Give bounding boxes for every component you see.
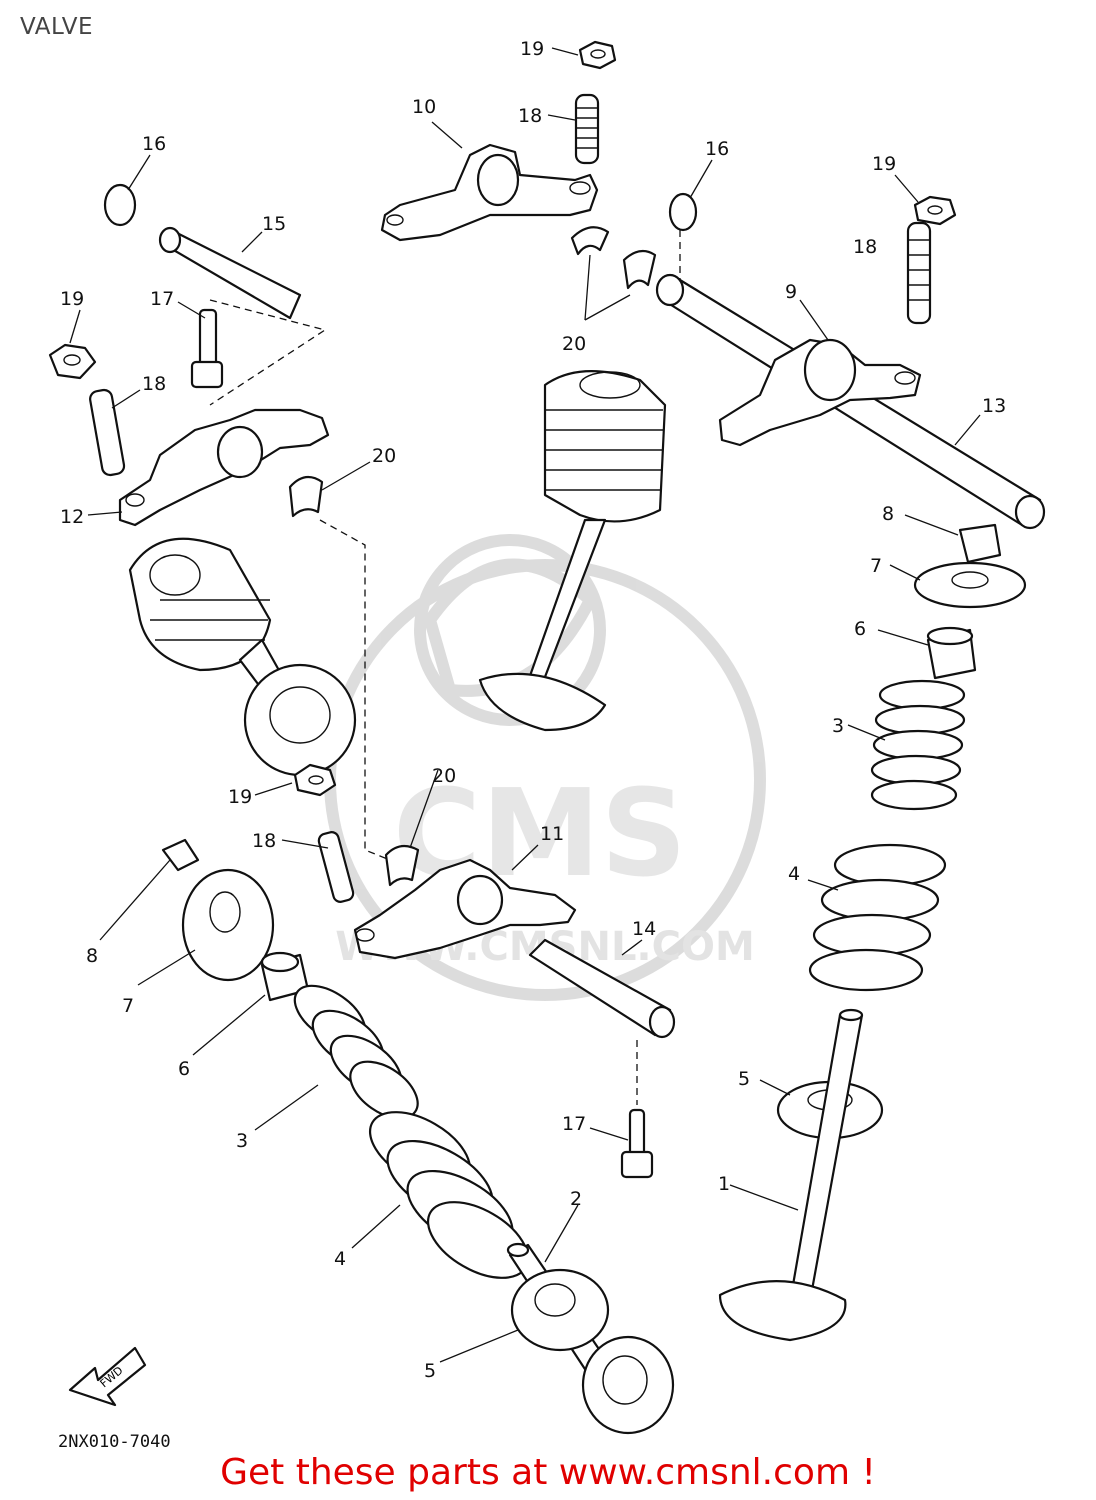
valve-exhaust-ghost — [478, 370, 667, 732]
pad-20-upper-a — [570, 226, 610, 256]
label-6-right: 6 — [854, 618, 866, 640]
retainer-7-left — [181, 868, 275, 982]
label-5-right: 5 — [738, 1068, 750, 1090]
label-17-upper: 17 — [150, 288, 174, 310]
label-5-left: 5 — [424, 1360, 436, 1382]
label-3-right: 3 — [832, 715, 844, 737]
rocker-arm-10 — [380, 143, 599, 242]
fwd-arrow-icon: FWD — [68, 1346, 147, 1407]
rocker-shaft-15 — [158, 226, 302, 320]
label-18-left: 18 — [142, 373, 166, 395]
spring-4-right — [808, 843, 947, 992]
label-19-middle: 19 — [228, 786, 252, 808]
rocker-arm-9 — [718, 338, 922, 447]
bolt-17-lower — [620, 1108, 654, 1179]
label-16-right: 16 — [705, 138, 729, 160]
valve-1-exhaust — [718, 1008, 864, 1342]
label-18-right: 18 — [853, 236, 877, 258]
o-ring-16-right — [668, 192, 698, 232]
rocker-shaft-13 — [655, 273, 1046, 530]
label-7-right: 7 — [870, 555, 882, 577]
spring-3-right — [870, 679, 966, 811]
spring-4-left — [368, 1111, 530, 1279]
label-16-left: 16 — [142, 133, 166, 155]
pad-20-lower — [384, 844, 420, 887]
label-20-upper: 20 — [562, 333, 586, 355]
label-17-lower: 17 — [562, 1113, 586, 1135]
cotter-8-left — [161, 838, 200, 872]
label-6-left: 6 — [178, 1058, 190, 1080]
leader-lines — [69, 47, 981, 1363]
o-ring-16-left — [103, 183, 137, 227]
label-18-top: 18 — [518, 105, 542, 127]
label-15: 15 — [262, 213, 286, 235]
cotter-8-right — [958, 523, 1002, 564]
label-2: 2 — [570, 1188, 582, 1210]
label-3-left: 3 — [236, 1130, 248, 1152]
assembly-line-c — [319, 519, 391, 861]
nut-19-left — [48, 343, 97, 380]
label-9: 9 — [785, 281, 797, 303]
spring-seat-5-left — [510, 1268, 610, 1352]
spring-3-left — [293, 984, 419, 1120]
rocker-shaft-14 — [528, 938, 676, 1039]
seal-6-left — [260, 951, 310, 1002]
rocker-arm-12 — [118, 408, 330, 527]
adjusting-screw-18-left — [89, 388, 126, 477]
assembly-line-a — [209, 299, 327, 406]
label-7-left: 7 — [122, 995, 134, 1017]
label-13: 13 — [982, 395, 1006, 417]
label-19-right: 19 — [872, 153, 896, 175]
rocker-arm-11 — [353, 858, 577, 960]
adjusting-screw-18-top — [574, 93, 600, 165]
seal-6-right — [926, 626, 977, 680]
label-14: 14 — [632, 918, 656, 940]
label-20-middle: 20 — [372, 445, 396, 467]
nut-19-right — [913, 195, 957, 226]
retainer-7-right — [913, 561, 1027, 609]
label-8-right: 8 — [882, 503, 894, 525]
label-18-middle: 18 — [252, 830, 276, 852]
label-19-left: 19 — [60, 288, 84, 310]
label-4-right: 4 — [788, 863, 800, 885]
pad-20-middle — [288, 475, 324, 518]
label-20-lower: 20 — [432, 765, 456, 787]
label-1: 1 — [718, 1173, 730, 1195]
diagram-title: VALVE — [20, 14, 94, 40]
drawing-code: 2NX010-7040 — [58, 1432, 171, 1452]
pad-20-upper-b — [622, 249, 657, 290]
label-12: 12 — [60, 506, 84, 528]
label-4-left: 4 — [334, 1248, 346, 1270]
nut-19-top — [578, 40, 617, 70]
adjusting-screw-18-right — [906, 221, 932, 325]
label-19-top: 19 — [520, 38, 544, 60]
label-10: 10 — [412, 96, 436, 118]
callout-labels: 19 18 10 16 16 19 15 18 20 9 17 19 18 13… — [60, 38, 1006, 1382]
parts-link-callout[interactable]: Get these parts at www.cmsnl.com ! — [220, 1452, 876, 1493]
valve-intake-ghost — [128, 537, 357, 777]
label-11: 11 — [540, 823, 564, 845]
bolt-17-upper — [190, 308, 224, 389]
nut-19-middle — [293, 763, 337, 797]
adjusting-screw-18-middle — [317, 831, 355, 903]
label-8-left: 8 — [86, 945, 98, 967]
